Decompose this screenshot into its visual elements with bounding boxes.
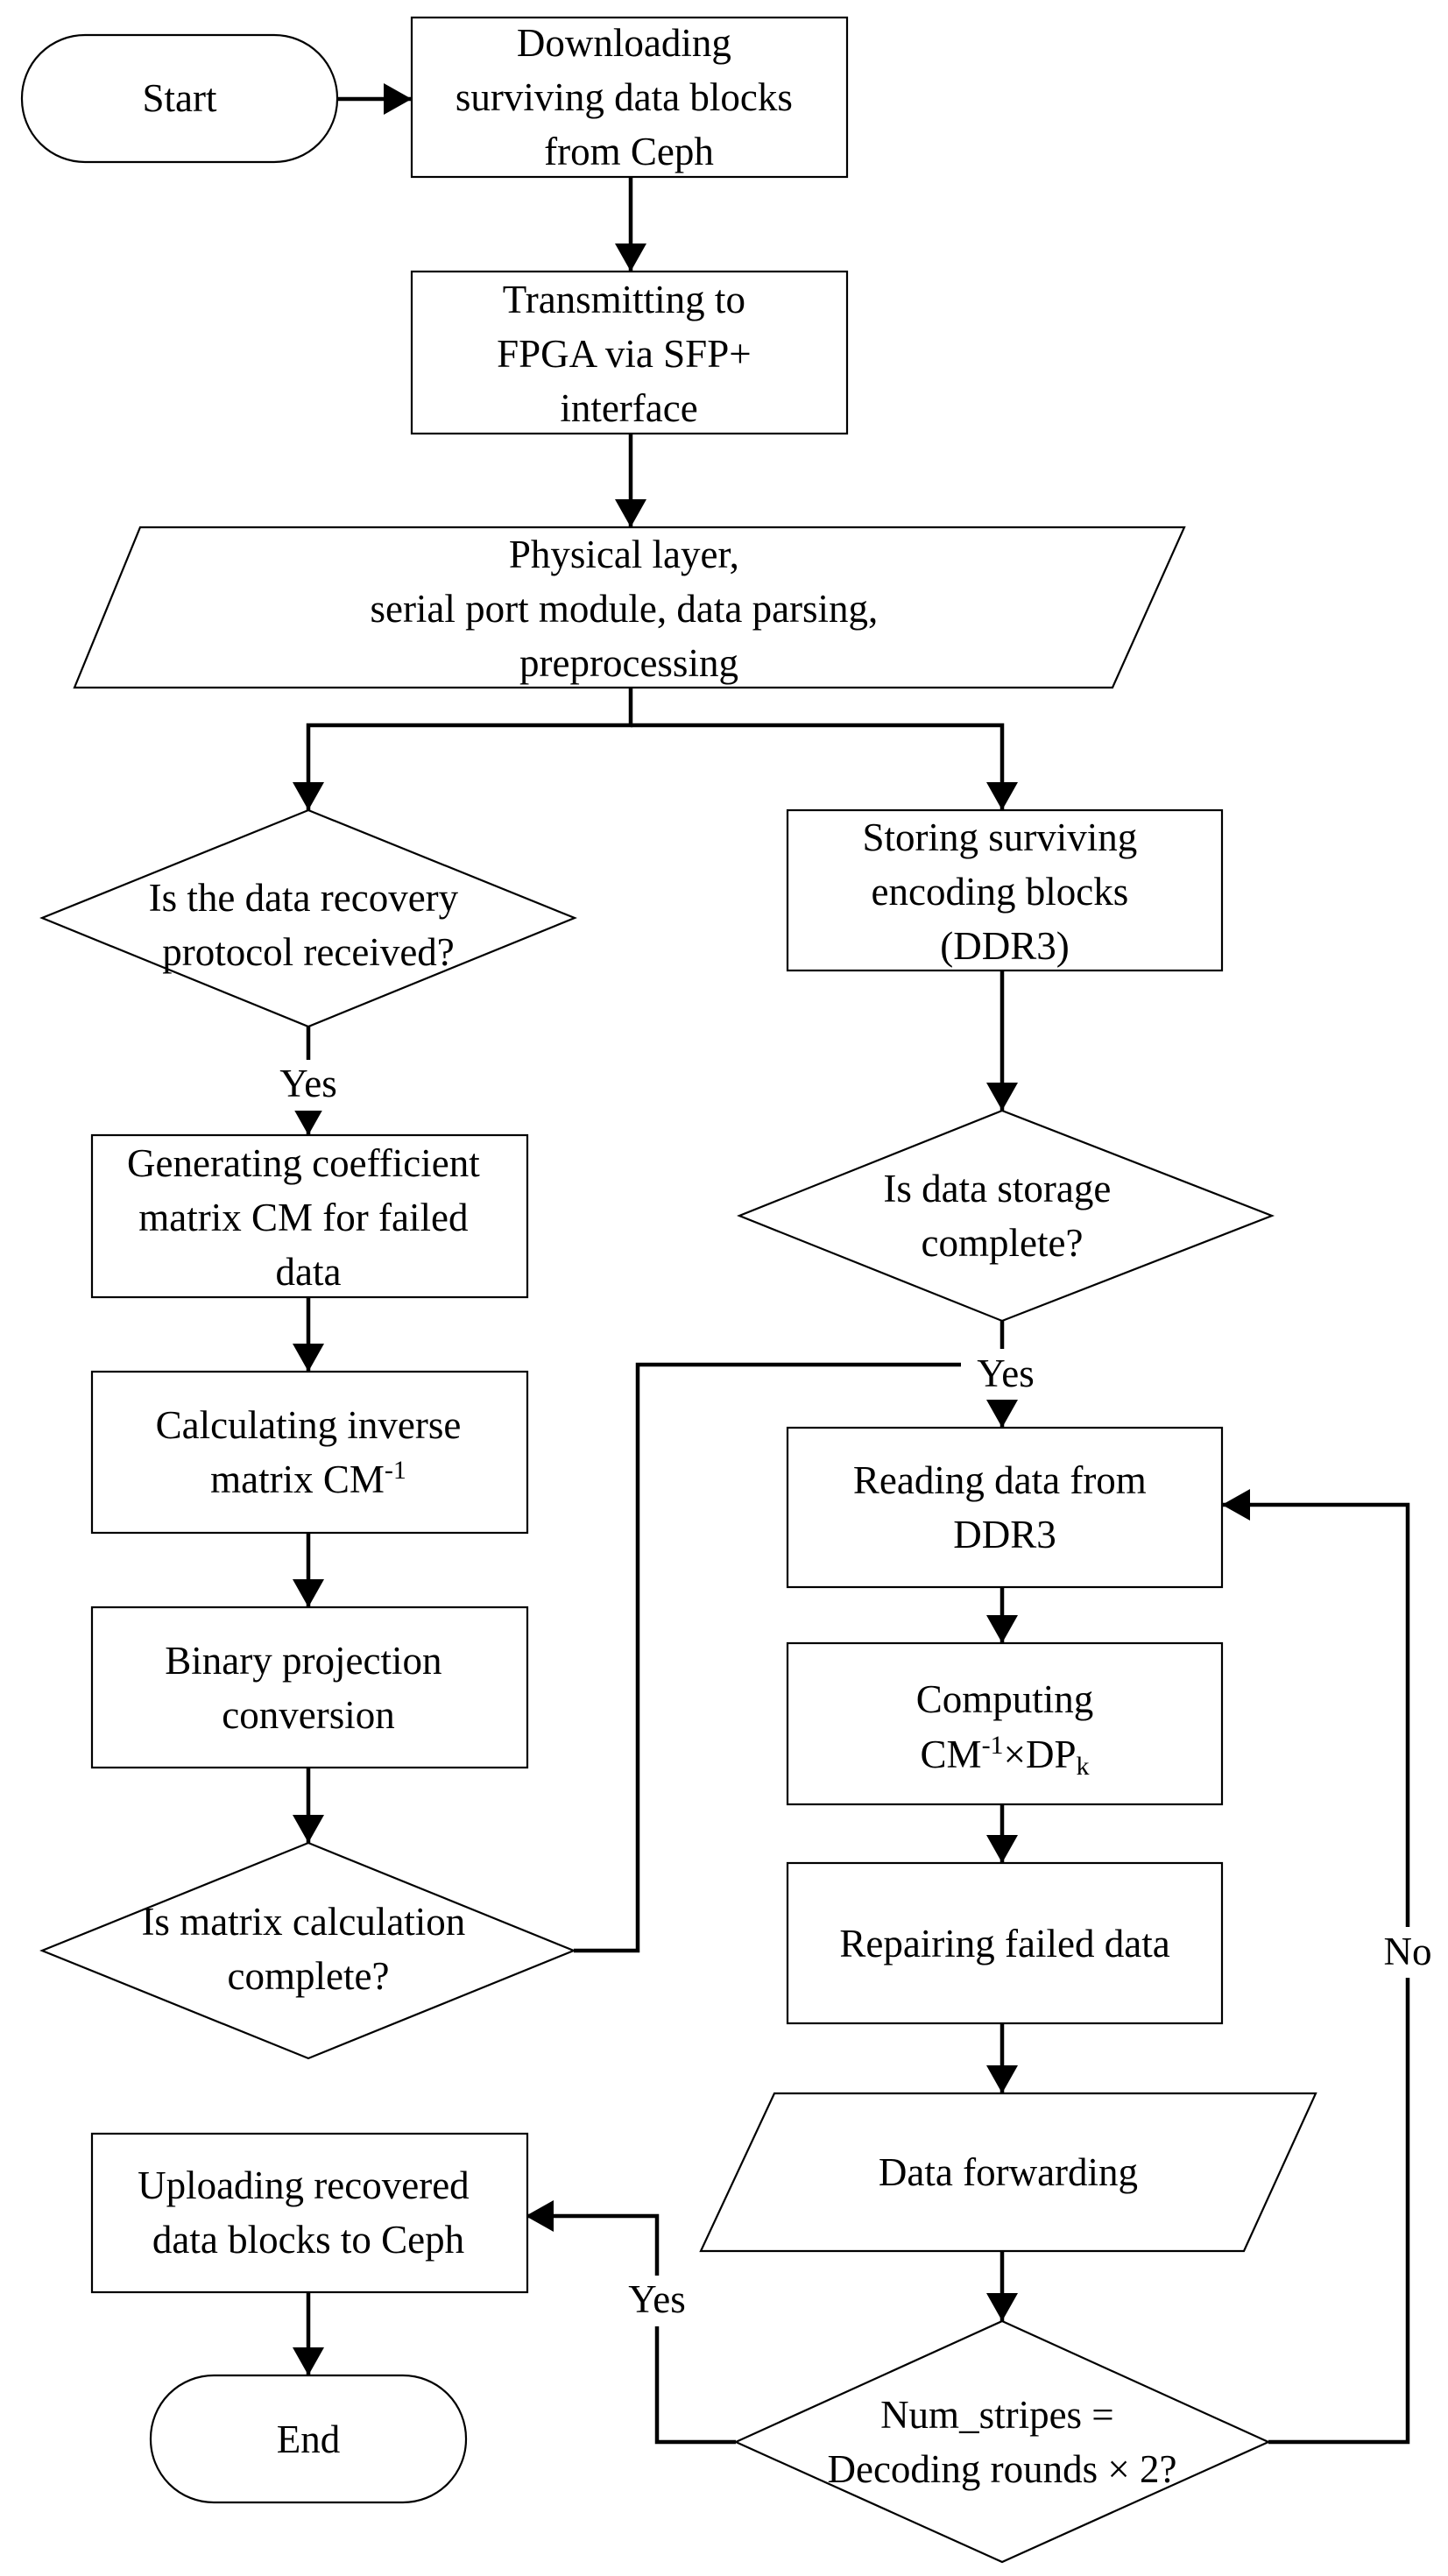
download-process xyxy=(410,16,849,179)
inverse-line-2: matrix CM-1 xyxy=(210,1456,406,1501)
transmit-process xyxy=(410,270,849,435)
stripes-decision xyxy=(733,2319,1271,2564)
storage-line: complete? xyxy=(922,1221,1084,1265)
uploading-line: Uploading recovered xyxy=(138,2163,470,2207)
generate-cm-text: Generating coefficient matrix CM for fai… xyxy=(127,1141,490,1294)
protocol-line: Is the data recovery xyxy=(149,876,459,920)
storing-process xyxy=(786,808,1224,972)
uploading-text: Uploading recovered data blocks to Ceph xyxy=(138,2163,479,2262)
matrix-line: complete? xyxy=(228,1954,390,1998)
matrix-text: Is matrix calculation complete? xyxy=(141,1900,475,1998)
computing-superscript: -1 xyxy=(982,1731,1004,1760)
reading-text: Reading data from DDR3 xyxy=(853,1458,1156,1556)
edge-matrix-to-reading xyxy=(574,1349,1002,1953)
inverse-cm-text: matrix CM xyxy=(210,1457,385,1501)
generate-cm-line: data xyxy=(276,1250,342,1294)
generate-cm-line: matrix CM for failed xyxy=(138,1196,468,1239)
protocol-line: protocol received? xyxy=(162,930,455,974)
uploading-process xyxy=(90,2132,529,2294)
binary-line: Binary projection xyxy=(165,1639,441,1683)
start-label: Start xyxy=(143,76,217,120)
download-line: from Ceph xyxy=(544,130,714,173)
physical-line: Physical layer, xyxy=(509,533,739,576)
stripes-yes-label: Yes xyxy=(628,2277,685,2321)
download-line: Downloading xyxy=(517,21,731,65)
storing-line: encoding blocks xyxy=(872,870,1129,914)
protocol-yes-bg xyxy=(267,1060,350,1111)
inverse-line-1: Calculating inverse xyxy=(156,1403,462,1447)
computing-cm-text: CM xyxy=(921,1733,982,1776)
binary-process xyxy=(90,1606,529,1769)
storing-line: (DDR3) xyxy=(940,924,1069,968)
computing-times-text: ×DP xyxy=(1004,1733,1077,1776)
stripes-no-bg xyxy=(1377,1927,1438,1978)
transmit-line: Transmitting to xyxy=(503,278,745,321)
inverse-process xyxy=(90,1370,529,1535)
storing-line: Storing surviving xyxy=(862,815,1137,859)
stripes-line: Num_stripes = xyxy=(880,2393,1114,2437)
download-line: surviving data blocks xyxy=(456,75,793,119)
binary-text: Binary projection conversion xyxy=(165,1639,451,1737)
stripes-text: Num_stripes = Decoding rounds × 2? xyxy=(827,2393,1176,2491)
storing-text: Storing surviving encoding blocks (DDR3) xyxy=(862,815,1147,968)
transmit-line: interface xyxy=(560,386,697,430)
forwarding-io xyxy=(699,2092,1317,2253)
repairing-process xyxy=(786,1861,1224,2025)
reading-line: DDR3 xyxy=(953,1513,1056,1556)
end-terminal xyxy=(149,2374,468,2504)
inverse-superscript: -1 xyxy=(385,1456,406,1485)
generate-cm-line: Generating coefficient xyxy=(127,1141,480,1185)
physical-line: preprocessing xyxy=(519,641,738,685)
stripes-yes-bg xyxy=(615,2276,699,2326)
edge-physical-to-storing xyxy=(631,723,1018,810)
physical-text: Physical layer, serial port module, data… xyxy=(370,533,887,685)
end-label: End xyxy=(277,2417,341,2461)
storage-decision xyxy=(737,1109,1275,1323)
forwarding-text: Data forwarding xyxy=(879,2150,1138,2194)
reading-line: Reading data from xyxy=(853,1458,1147,1502)
computing-line-2: CM-1×DPk xyxy=(921,1731,1090,1781)
physical-line: serial port module, data parsing, xyxy=(370,587,878,631)
download-text: Downloading surviving data blocks from C… xyxy=(456,21,802,173)
protocol-yes-label: Yes xyxy=(279,1062,336,1105)
edge-physical-split xyxy=(293,688,633,810)
physical-layer-io xyxy=(73,526,1186,689)
computing-line-1: Computing xyxy=(916,1677,1094,1721)
protocol-text: Is the data recovery protocol received? xyxy=(149,876,469,974)
storage-yes-label: Yes xyxy=(977,1352,1034,1395)
repairing-text: Repairing failed data xyxy=(839,1922,1169,1966)
binary-line: conversion xyxy=(222,1693,394,1737)
stripes-line: Decoding rounds × 2? xyxy=(827,2447,1176,2491)
transmit-line: FPGA via SFP+ xyxy=(497,332,752,376)
edge-stripes-yes xyxy=(526,2200,736,2445)
matrix-decision xyxy=(39,1841,576,2060)
storage-line: Is data storage xyxy=(883,1167,1111,1210)
computing-subscript: k xyxy=(1076,1752,1089,1781)
protocol-decision xyxy=(39,808,577,1028)
start-terminal xyxy=(20,33,339,164)
storage-text: Is data storage complete? xyxy=(883,1167,1120,1265)
storage-yes-bg xyxy=(961,1349,1043,1400)
stripes-no-label: No xyxy=(1384,1930,1432,1973)
transmit-text: Transmitting to FPGA via SFP+ interface xyxy=(497,278,761,430)
generate-cm-process xyxy=(90,1133,529,1299)
uploading-line: data blocks to Ceph xyxy=(152,2218,464,2262)
reading-process xyxy=(786,1426,1224,1589)
matrix-line: Is matrix calculation xyxy=(141,1900,465,1944)
computing-process xyxy=(786,1641,1224,1806)
